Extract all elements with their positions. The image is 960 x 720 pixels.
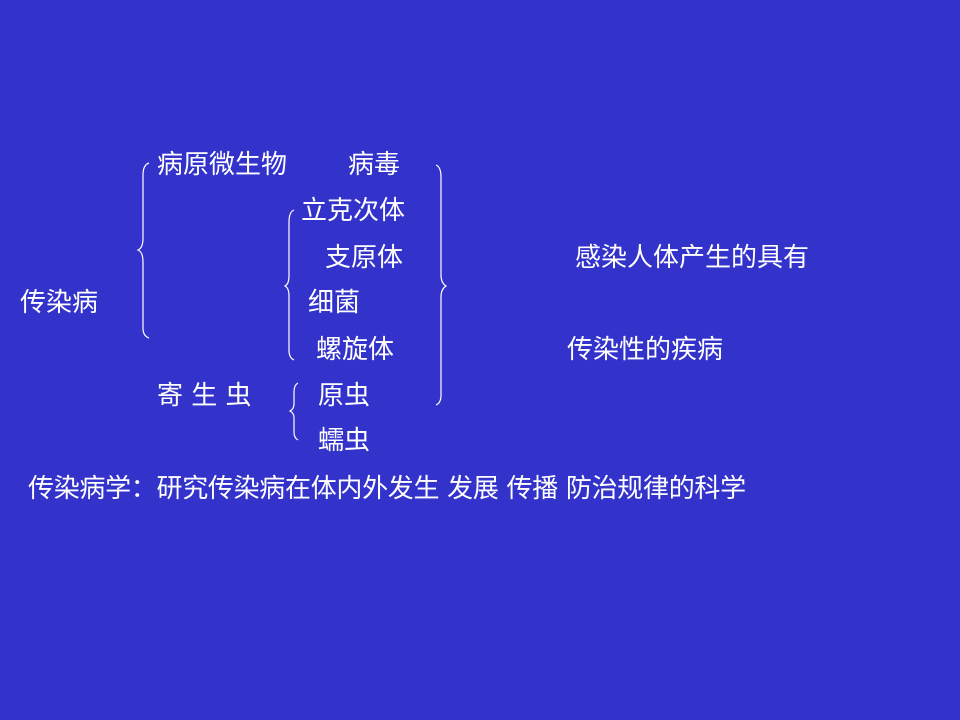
brace-closing (435, 164, 448, 406)
parasite-label: 寄 生 虫 (157, 381, 252, 411)
definition-line-1: 感染人体产生的具有 (575, 243, 810, 273)
root-label: 传染病 (20, 288, 99, 318)
parasite-helminth: 蠕虫 (318, 426, 371, 456)
parasite-protozoa: 原虫 (318, 381, 371, 411)
brace-microbes (283, 209, 295, 361)
pathogen-label: 病原微生物 (157, 150, 288, 180)
footer-definition: 传染病学：研究传染病在体内外发生 发展 传播 防治规律的科学 (28, 474, 746, 504)
microbe-virus: 病毒 (348, 150, 401, 180)
microbe-spirochete: 螺旋体 (316, 335, 395, 365)
microbe-bacteria: 细菌 (308, 288, 361, 318)
definition-line-2: 传染性的疾病 (567, 335, 724, 365)
microbe-mycoplasma: 支原体 (325, 243, 404, 273)
microbe-rickettsia: 立克次体 (301, 196, 406, 226)
brace-parasites (288, 382, 299, 441)
brace-root (136, 162, 150, 339)
